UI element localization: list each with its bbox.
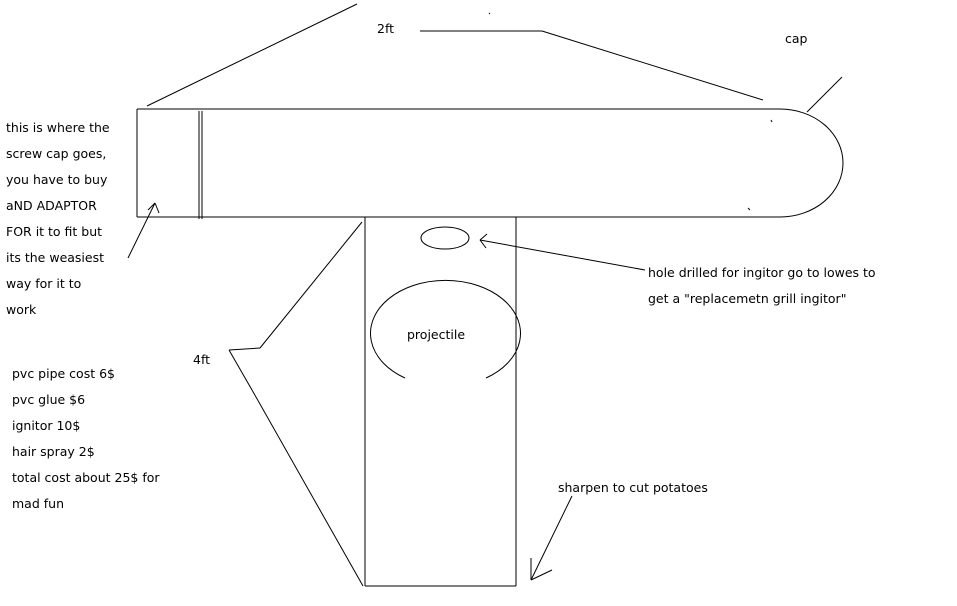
- screw-cap-note-line: this is where the: [6, 120, 110, 135]
- vertical-barrel: [364, 217, 517, 587]
- screw-cap-note-line: screw cap goes,: [6, 146, 107, 161]
- screw-cap-note-line: way for it to: [6, 276, 82, 291]
- label-4ft: 4ft: [193, 352, 211, 367]
- cost-list-item: pvc pipe cost 6$: [12, 366, 115, 381]
- end-cap: [779, 108, 844, 218]
- screw-cap-note-line: you have to buy: [6, 172, 108, 187]
- ignitor-hole-note: hole drilled for ingitor go to lowes to …: [648, 260, 876, 312]
- ignitor-hole-note-line: hole drilled for ingitor go to lowes to: [648, 265, 876, 280]
- length-4ft-indicator: [228, 221, 364, 587]
- screw-cap-arrow: [127, 202, 160, 259]
- screw-cap-note-line: work: [6, 302, 37, 317]
- label-projectile: projectile: [407, 327, 466, 342]
- cost-list-item: mad fun: [12, 496, 64, 511]
- ignitor-hole-note-line: get a "replacemetn grill ingitor": [648, 291, 847, 306]
- projectile-shape: [370, 279, 521, 379]
- cost-list-item: ignitor 10$: [12, 418, 81, 433]
- cost-list-item: hair spray 2$: [12, 444, 95, 459]
- screw-cap-note-line: its the weasiest: [6, 250, 105, 265]
- sharpen-note: sharpen to cut potatoes: [558, 480, 708, 495]
- screw-cap-note-line: FOR it to fit but: [6, 224, 103, 239]
- cost-list-item: pvc glue $6: [12, 392, 86, 407]
- ignitor-hole-arrow: [479, 233, 646, 271]
- screw-cap-note-line: aND ADAPTOR: [6, 198, 97, 213]
- label-2ft: 2ft: [377, 21, 395, 36]
- cap-pointer-line: [806, 76, 843, 113]
- ink-specks: [488, 12, 773, 211]
- cost-list-item: total cost about 25$ for: [12, 470, 160, 485]
- length-2ft-indicator: [146, 3, 764, 107]
- screw-cap-adaptor-line: [198, 111, 203, 219]
- label-cap: cap: [785, 31, 808, 46]
- sharpen-arrow: [530, 495, 573, 581]
- horizontal-pipe: [136, 108, 780, 218]
- screw-cap-note: this is where the screw cap goes, you ha…: [6, 115, 110, 323]
- cost-list: pvc pipe cost 6$ pvc glue $6 ignitor 10$…: [12, 361, 160, 517]
- ignitor-hole: [420, 226, 470, 250]
